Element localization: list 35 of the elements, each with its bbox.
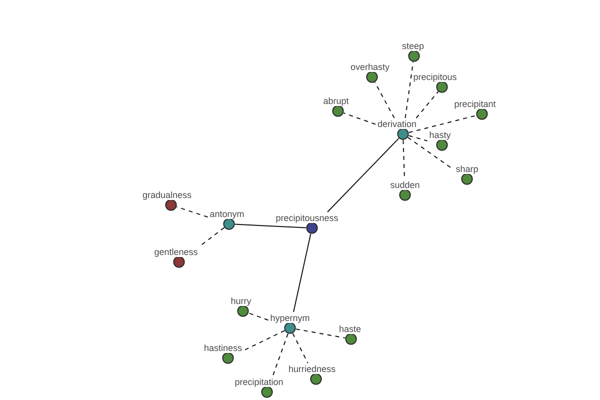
node-label: derivation xyxy=(376,119,418,129)
node-label: precipitant xyxy=(453,99,497,109)
node-label: precipitous xyxy=(412,72,458,82)
connector-line xyxy=(293,233,312,312)
node-label: hypernym xyxy=(269,313,311,323)
node-label: abrupt xyxy=(322,96,350,106)
dashed-connector xyxy=(343,112,376,125)
dashed-connector xyxy=(295,328,346,338)
dashed-connector xyxy=(408,135,428,142)
node-label: precipitousness xyxy=(274,213,340,223)
dashed-connector xyxy=(416,91,439,118)
dashed-connector xyxy=(244,330,286,351)
node-label: overhasty xyxy=(349,62,391,72)
node-label: hurry xyxy=(230,296,252,306)
node-label: precipitation xyxy=(234,377,284,387)
node-label: gentleness xyxy=(153,247,199,257)
node-label: hastiness xyxy=(202,343,244,353)
node-label: steep xyxy=(400,41,426,51)
node-label: hasty xyxy=(428,130,452,140)
dashed-connector xyxy=(176,206,208,218)
dashed-connector xyxy=(408,114,477,134)
node-label: sudden xyxy=(389,180,421,190)
node-label: haste xyxy=(338,324,362,334)
node-label: hurriedness xyxy=(287,364,337,374)
connector-line xyxy=(327,138,400,212)
node-label: gradualness xyxy=(141,190,193,200)
dashed-connector xyxy=(374,82,395,118)
dashed-connector xyxy=(292,332,308,364)
dashed-connector xyxy=(272,333,288,376)
node-label: antonym xyxy=(208,209,246,219)
connector-line xyxy=(234,224,306,228)
node-label: sharp xyxy=(454,164,480,174)
dashed-connector xyxy=(404,61,414,118)
dashed-connector xyxy=(199,227,225,247)
dashed-connector xyxy=(248,312,269,321)
